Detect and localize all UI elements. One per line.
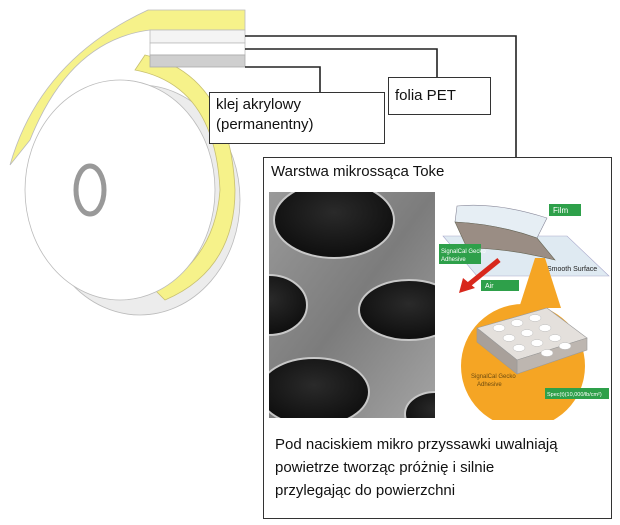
roll-core: [73, 163, 107, 217]
spec-tag-bg: [545, 388, 609, 399]
microscope-photo: [269, 192, 435, 418]
gecko-illustration: Film SignalCal Gecko Adhesive Smooth Sur…: [439, 204, 610, 420]
callout-pointer: [519, 258, 561, 308]
smooth-surface-label: Smooth Surface: [547, 266, 597, 273]
spec-tag: Spec(t)(10,000/lb/cm²): [547, 392, 602, 398]
gecko-bottom-label-line2: Adhesive: [477, 382, 502, 388]
micro-layer-panel: Warstwa mikrossąca Toke Film SignalCal: [263, 157, 612, 519]
layer-adhesive: [149, 54, 246, 68]
tape-strip-outer: [9, 9, 246, 166]
description-line3: przylegając do powierzchni: [275, 482, 456, 499]
film-tag: Film: [553, 206, 568, 215]
tape-roll: [9, 9, 246, 316]
film-tag-bg: [549, 204, 581, 216]
gecko-top-tag-line2: Adhesive: [441, 257, 466, 263]
air-arrowhead: [459, 278, 475, 293]
adhesive-label-line1: klej akrylowy: [216, 96, 302, 113]
suction-cup: [404, 391, 435, 418]
air-arrow: [465, 258, 501, 288]
adhesive-texture: [454, 221, 556, 261]
description-line1: Pod naciskiem mikro przyssawki uwalniają: [275, 436, 558, 453]
roll-face: [24, 79, 216, 301]
suction-cup: [269, 357, 370, 418]
suction-cup: [273, 192, 395, 259]
description-line2: powietrze tworząc próżnię i silnie: [275, 459, 495, 476]
air-tag: Air: [485, 283, 494, 290]
adhesive-label-box: klej akrylowy (permanentny): [209, 92, 385, 144]
micro-layer-description: Pod naciskiem mikro przyssawki uwalniają…: [275, 433, 605, 502]
layer-pet: [149, 42, 246, 56]
air-tag-bg: [481, 280, 519, 291]
pet-label-box: folia PET: [388, 77, 491, 115]
gecko-bottom-label-line1: SignalCal Gecko: [471, 374, 516, 380]
gecko-top-tag-bg: [439, 244, 481, 264]
micro-cups: [492, 314, 572, 357]
suction-cup: [358, 279, 435, 341]
gecko-top-tag-line1: SignalCal Gecko: [441, 249, 486, 255]
adhesive-block-front: [476, 327, 518, 375]
connector-pet: [245, 48, 438, 77]
layer-top-white: [149, 29, 246, 44]
micro-layer-title: Warstwa mikrossąca Toke: [271, 163, 445, 180]
connector-adhesive: [245, 66, 321, 92]
suction-cup: [269, 274, 308, 336]
connector-micro: [245, 35, 517, 157]
pet-label: folia PET: [395, 87, 456, 104]
adhesive-label-line2: (permanentny): [216, 116, 314, 133]
